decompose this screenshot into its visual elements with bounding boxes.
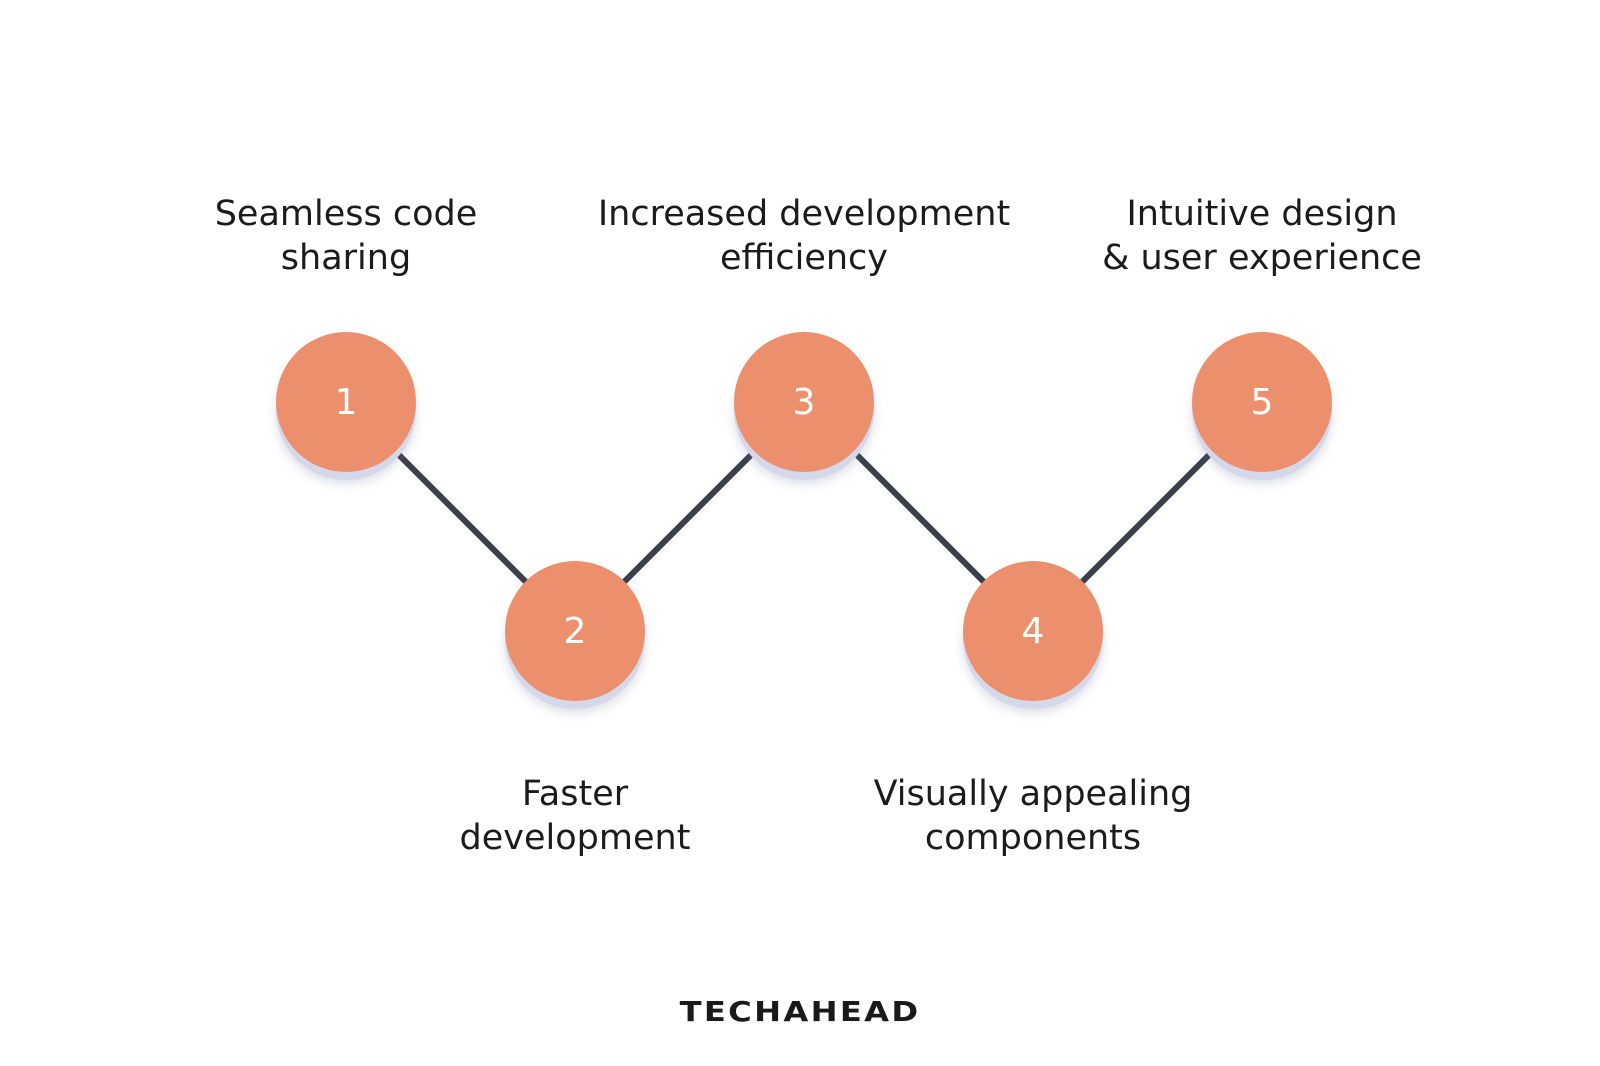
brand-logo: TECHAHEAD [679,995,921,1028]
step-label-line: sharing [280,238,412,278]
step-label-line: Faster [521,774,629,814]
step-label-5: Intuitive design & user experience [1042,192,1482,280]
step-node-2: 2 [505,561,645,701]
step-number: 2 [563,610,587,652]
step-label-2: Faster development [355,772,795,860]
step-label-line: Visually appealing [873,774,1193,814]
step-label-line: & user experience [1102,238,1422,278]
step-number: 4 [1021,610,1045,652]
step-label-4: Visually appealing components [813,772,1253,860]
step-number: 5 [1250,381,1274,423]
step-node-4: 4 [963,561,1103,701]
step-number: 3 [792,381,816,423]
step-label-line: components [924,818,1142,858]
step-node-1: 1 [276,332,416,472]
step-label-line: Seamless code [214,194,478,234]
step-label-line: development [459,818,691,858]
step-label-3: Increased development efficiency [584,192,1024,280]
step-node-3: 3 [734,332,874,472]
step-label-1: Seamless code sharing [126,192,566,280]
step-node-5: 5 [1192,332,1332,472]
step-label-line: Intuitive design [1126,194,1398,234]
step-number: 1 [334,381,358,423]
step-label-line: Increased development [597,194,1011,234]
step-label-line: efficiency [719,238,888,278]
